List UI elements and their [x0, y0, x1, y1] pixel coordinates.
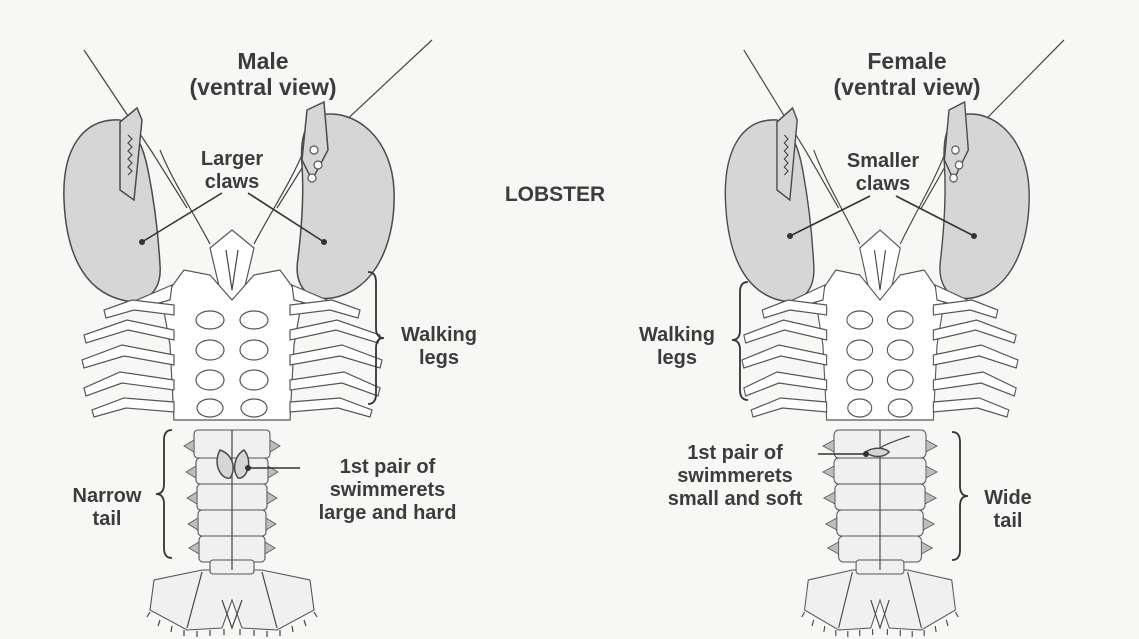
female-tail-brace	[952, 432, 968, 560]
male-claws-line1: Larger	[182, 148, 282, 171]
female-lobster-drawing	[725, 40, 1064, 637]
male-title-line2: (ventral view)	[178, 74, 348, 100]
female-title-line1: Female	[822, 48, 992, 74]
female-tail-line2: tail	[968, 510, 1048, 533]
male-lobster-drawing	[64, 40, 432, 637]
female-title: Female (ventral view)	[822, 48, 992, 101]
center-title: LOBSTER	[480, 183, 630, 207]
male-tail-label: Narrow tail	[52, 485, 162, 531]
female-claws-line2: claws	[828, 173, 938, 196]
male-legs-line1: Walking	[384, 324, 494, 347]
male-tail-line2: tail	[52, 508, 162, 531]
female-swim-line1: 1st pair of	[650, 442, 820, 465]
male-legs-label: Walking legs	[384, 324, 494, 370]
male-title-line1: Male	[178, 48, 348, 74]
male-swim-line3: large and hard	[300, 502, 475, 525]
female-claws-line1: Smaller	[828, 150, 938, 173]
female-claws-label: Smaller claws	[828, 150, 938, 196]
female-legs-label: Walking legs	[622, 324, 732, 370]
male-tail-line1: Narrow	[52, 485, 162, 508]
female-swim-line3: small and soft	[650, 488, 820, 511]
female-legs-line2: legs	[622, 347, 732, 370]
male-swim-line2: swimmerets	[300, 479, 475, 502]
male-swim-line1: 1st pair of	[300, 456, 475, 479]
male-title: Male (ventral view)	[178, 48, 348, 101]
male-claws-line2: claws	[182, 171, 282, 194]
female-tail-line1: Wide	[968, 487, 1048, 510]
female-legs-line1: Walking	[622, 324, 732, 347]
female-tail-label: Wide tail	[968, 487, 1048, 533]
male-claws-label: Larger claws	[182, 148, 282, 194]
female-swimmerets-label: 1st pair of swimmerets small and soft	[650, 442, 820, 511]
male-legs-line2: legs	[384, 347, 494, 370]
female-swim-line2: swimmerets	[650, 465, 820, 488]
male-swimmerets-label: 1st pair of swimmerets large and hard	[300, 456, 475, 525]
female-title-line2: (ventral view)	[822, 74, 992, 100]
